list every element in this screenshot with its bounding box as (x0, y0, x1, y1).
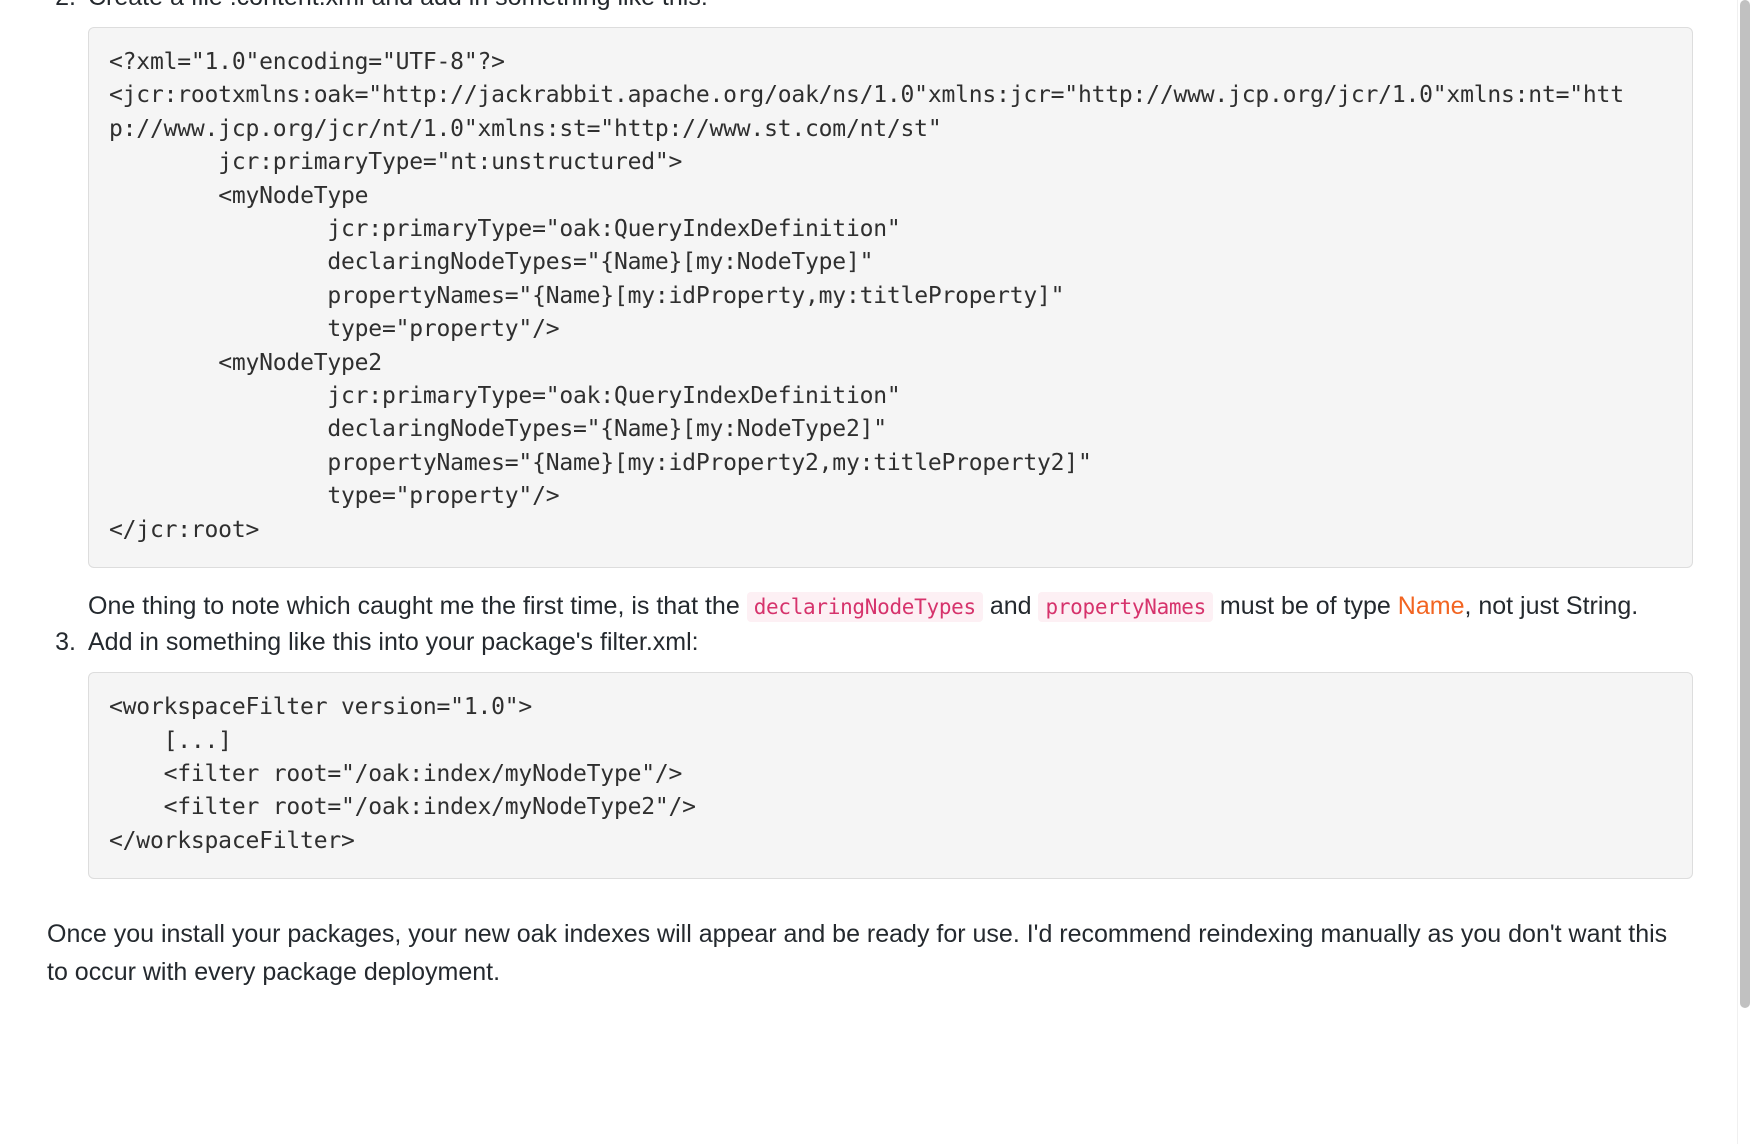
step-3-marker: 3. (55, 628, 76, 657)
code-block-filter-xml-text: <workspaceFilter version="1.0"> [...] <f… (109, 694, 696, 854)
numbered-steps-list: 2. Create a file .content.xml and add in… (48, 0, 1693, 880)
code-block-content-xml-text: <?xml="1.0"encoding="UTF-8"?> <jcr:rootx… (109, 49, 1624, 543)
code-block-content-xml[interactable]: <?xml="1.0"encoding="UTF-8"?> <jcr:rootx… (88, 27, 1693, 569)
step-item-3: 3. Add in something like this into your … (48, 625, 1693, 880)
vertical-scrollbar[interactable] (1737, 0, 1752, 1144)
keyword-name: Name (1397, 592, 1465, 621)
step-2-text: Create a file .content.xml and add in so… (88, 0, 708, 11)
code-block-filter-xml[interactable]: <workspaceFilter version="1.0"> [...] <f… (88, 672, 1693, 880)
note-text-part-3: must be of type (1212, 592, 1398, 621)
inline-code-declaring-node-types: declaringNodeTypes (746, 592, 983, 623)
note-text-part-1: One thing to note which caught me the fi… (88, 592, 747, 621)
vertical-scrollbar-thumb[interactable] (1740, 0, 1750, 1008)
note-text-part-4: , not just String. (1464, 592, 1639, 621)
article-content: 2. Create a file .content.xml and add in… (47, 0, 1693, 991)
inline-code-property-names: propertyNames (1038, 592, 1213, 623)
note-text-part-2: and (982, 592, 1039, 621)
step-3-text: Add in something like this into your pac… (88, 628, 699, 657)
step-2-marker: 2. (48, 0, 76, 14)
outro-paragraph: Once you install your packages, your new… (47, 920, 1668, 987)
step-item-2: 2. Create a file .content.xml and add in… (48, 0, 1693, 625)
note-paragraph: One thing to note which caught me the fi… (88, 588, 1693, 625)
